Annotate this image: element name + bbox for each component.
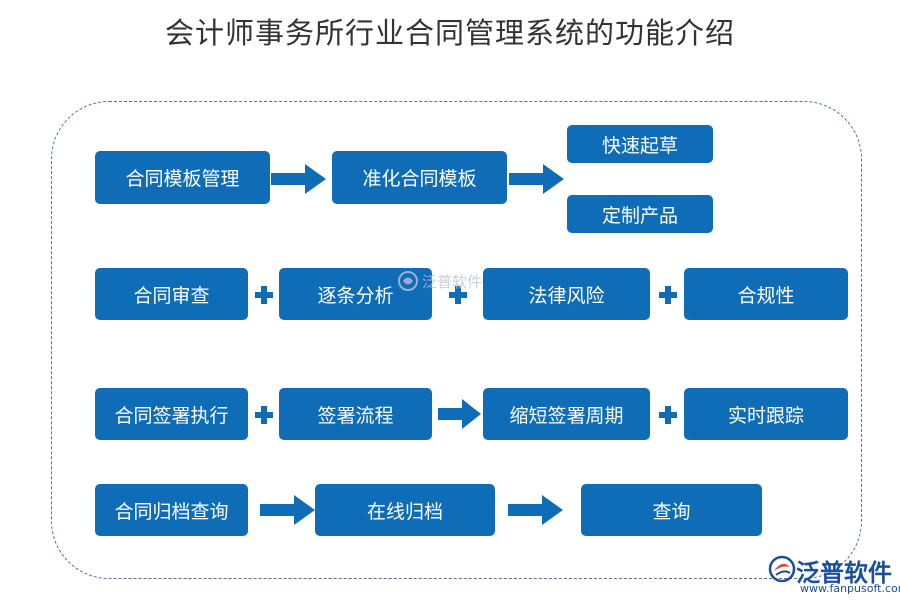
brand-logo-icon (768, 555, 796, 583)
plus-icon (449, 286, 467, 304)
node-legal-risk: 法律风险 (483, 268, 650, 320)
plus-icon (255, 286, 273, 304)
page-title: 会计师事务所行业合同管理系统的功能介绍 (164, 16, 735, 50)
arrow-right-icon (271, 164, 326, 194)
brand-name: 泛普软件 (796, 559, 892, 587)
node-custom-product: 定制产品 (567, 195, 713, 233)
node-signing-process: 签署流程 (279, 388, 432, 440)
plus-icon (659, 286, 677, 304)
node-standard-template: 准化合同模板 (332, 151, 507, 204)
plus-icon (255, 406, 273, 424)
brand-logo: 泛普软件 www.fanpusoft.com (766, 553, 900, 598)
arrow-right-icon (508, 495, 563, 525)
node-contract-signing: 合同签署执行 (95, 388, 248, 440)
node-template-management: 合同模板管理 (95, 151, 270, 204)
node-contract-archive: 合同归档查询 (95, 484, 248, 536)
arrow-right-icon (509, 164, 564, 194)
watermark: 泛普软件 (397, 270, 482, 292)
node-online-archive: 在线归档 (315, 484, 495, 536)
diagram-frame (51, 101, 862, 579)
node-contract-review: 合同审查 (95, 268, 248, 320)
arrow-right-icon (260, 495, 315, 525)
watermark-logo-icon (398, 271, 418, 291)
node-quick-draft: 快速起草 (567, 125, 713, 163)
node-compliance: 合规性 (684, 268, 848, 320)
plus-icon (659, 406, 677, 424)
node-realtime-tracking: 实时跟踪 (684, 388, 848, 440)
brand-url: www.fanpusoft.com (800, 582, 900, 595)
node-item-analysis: 逐条分析 (279, 268, 432, 320)
node-shorten-cycle: 缩短签署周期 (483, 388, 650, 440)
node-query: 查询 (581, 484, 762, 536)
arrow-right-icon (438, 399, 481, 429)
watermark-text: 泛普软件 (422, 272, 483, 291)
